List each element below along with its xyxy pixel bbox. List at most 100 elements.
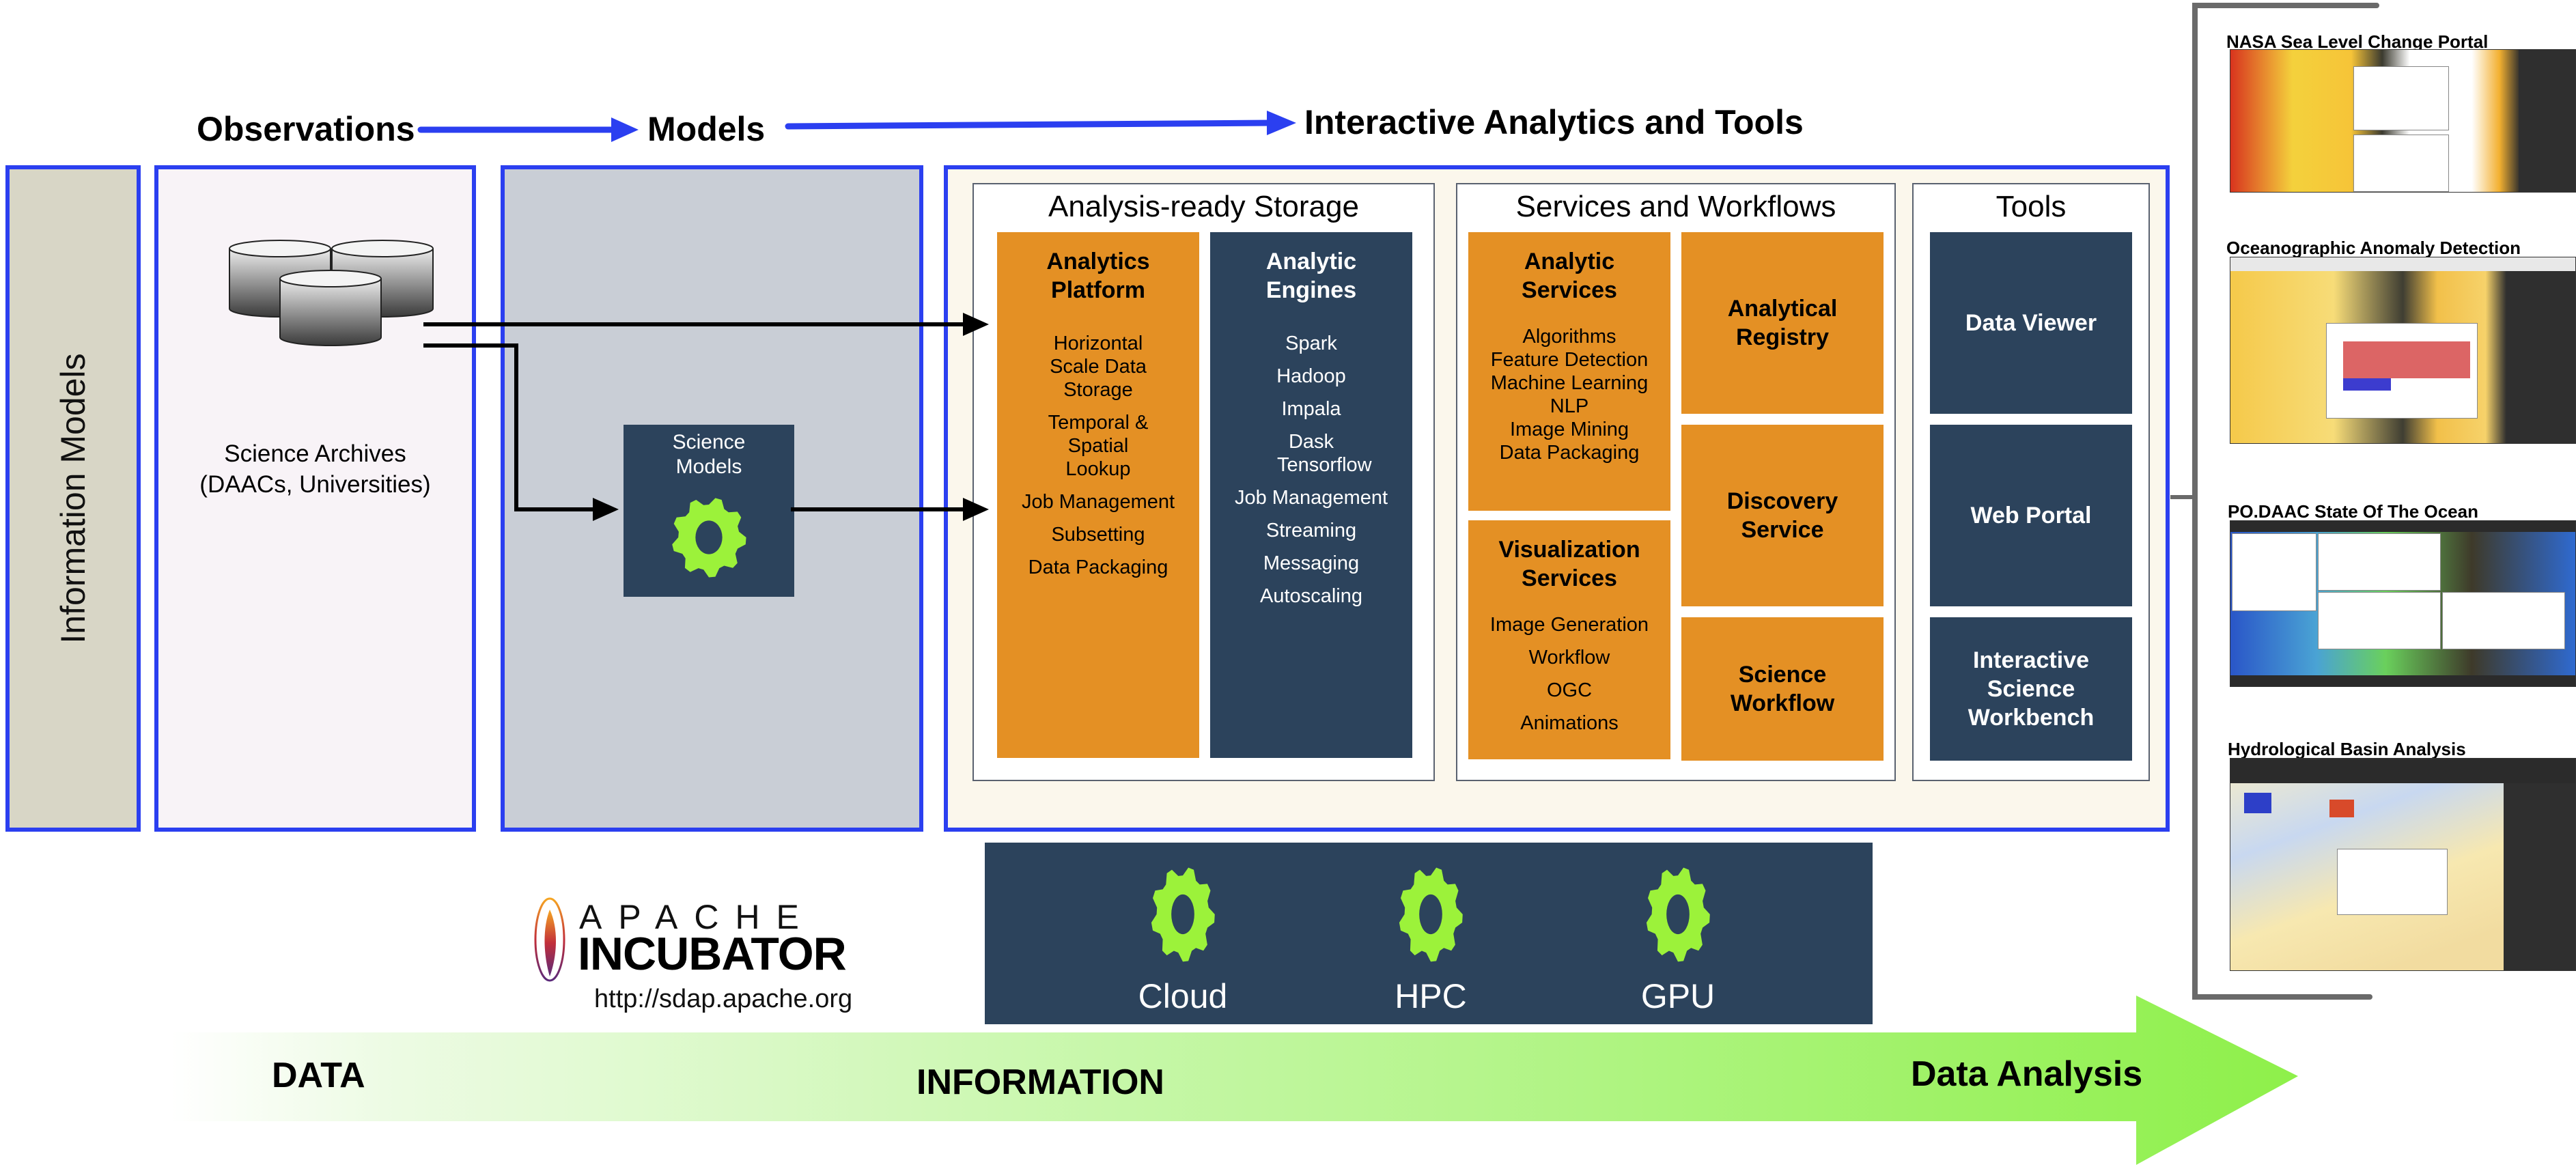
compute-label: HPC (1395, 977, 1467, 1015)
storage-title: Analysis-ready Storage (1048, 190, 1359, 223)
discovery-service-title: Discovery Service (1727, 487, 1838, 544)
interactive-analytics-header: Interactive Analytics and Tools (1304, 103, 1804, 141)
gear-icon (1151, 867, 1215, 962)
tools-title: Tools (1996, 190, 2067, 223)
compute-label: GPU (1640, 977, 1716, 1015)
engine-item: Streaming (1265, 520, 1357, 541)
thumbnail-browser-bar (2230, 759, 2575, 783)
showcase-title: PO.DAAC State Of The Ocean (2228, 501, 2478, 522)
platform-title-line2: Platform (1051, 277, 1145, 303)
tool-label-line1: Interactive (1972, 647, 2090, 673)
models-panel: Science Models (501, 165, 923, 832)
apache-feather-icon (534, 897, 565, 982)
observations-header: Observations (197, 110, 415, 148)
gear-icon (672, 498, 746, 578)
visualization-item: Workflow (1528, 647, 1610, 668)
analytic-services-tile: Analytic Services Algorithms Feature Det… (1468, 232, 1670, 511)
thumbnail-state-of-the-ocean[interactable] (2230, 520, 2576, 687)
platform-title-line1: Analytics (1046, 249, 1150, 274)
analytic-service-item: Machine Learning (1490, 372, 1649, 394)
thumbnail-timeline (2230, 675, 2575, 686)
analytic-services-title-line2: Services (1522, 277, 1617, 303)
visualization-item: Image Generation (1489, 614, 1649, 636)
archives-line2: (DAACs, Universities) (199, 471, 431, 498)
thumbnail-hydrological-basin[interactable] (2230, 758, 2576, 971)
observations-panel: Science Archives (DAACs, Universities) (154, 165, 476, 832)
analytic-engines-tile: Analytic Engines Spark Hadoop Impala Das… (1210, 232, 1412, 758)
gear-icon (1646, 867, 1710, 962)
registry-line2: Registry (1735, 324, 1830, 350)
engines-title-line1: Analytic (1265, 249, 1357, 274)
analytic-service-item: NLP (1550, 395, 1589, 417)
incubator-word: INCUBATOR (578, 928, 847, 980)
header-flow-arrows (417, 111, 1296, 142)
flow-label-data-analysis: Data Analysis (1911, 1054, 2143, 1094)
visualization-title-line2: Services (1522, 565, 1617, 591)
platform-item: Horizontal Scale Data Storage (1050, 333, 1147, 401)
science-workflow-tile: Science Workflow (1681, 617, 1884, 761)
thumbnail-chart-panel (2337, 849, 2448, 915)
information-models-panel: Information Models (5, 165, 141, 832)
analysis-ready-storage-box: Analysis-ready Storage Analytics Platfor… (972, 183, 1435, 781)
platform-item: Data Packaging (1028, 557, 1168, 578)
registry-line1: Analytical (1727, 296, 1838, 322)
tool-web-portal[interactable]: Web Portal (1930, 425, 2132, 606)
tool-label: Data Viewer (1965, 309, 2097, 337)
visualization-item: Animations (1520, 712, 1619, 734)
platform-item: Subsetting (1051, 524, 1145, 546)
tool-label: Web Portal (1971, 501, 2092, 530)
tool-label-line1: Web Portal (1970, 503, 2092, 529)
apache-incubator-logo: APACHE INCUBATOR http://sdap.apache.org (533, 892, 901, 1015)
thumbnail-anomaly-detection[interactable] (2230, 257, 2576, 444)
analytic-service-item: Image Mining (1509, 419, 1629, 440)
compute-gpu: GPU (1610, 854, 1746, 1017)
thumbnail-chart-panel (2318, 533, 2441, 591)
tool-label-line2: Science (1987, 676, 2075, 702)
thumbnail-chart-panel (2353, 66, 2449, 130)
tool-data-viewer[interactable]: Data Viewer (1930, 232, 2132, 414)
sdap-url-link[interactable]: http://sdap.apache.org (594, 985, 853, 1013)
science-models-line1: Science (672, 431, 746, 453)
compute-hpc: HPC (1362, 854, 1499, 1017)
visualization-item: OGC (1546, 679, 1593, 701)
archives-line1: Science Archives (224, 440, 406, 467)
science-models-box: Science Models (624, 425, 794, 597)
tool-interactive-science-workbench[interactable]: Interactive Science Workbench (1930, 617, 2132, 761)
tool-label-line3: Workbench (1968, 705, 2095, 731)
thumbnail-chart-panel (2326, 323, 2478, 419)
gear-icon (1399, 867, 1463, 962)
interactive-analytics-panel: Analysis-ready Storage Analytics Platfor… (944, 165, 2170, 832)
engine-item: Messaging (1263, 552, 1360, 574)
thumbnail-browser-bar (2230, 521, 2575, 532)
analytic-services-title-line1: Analytic (1524, 249, 1615, 274)
science-archives-label: Science Archives (DAACs, Universities) (158, 438, 472, 500)
showcase-title: Hydrological Basin Analysis (2228, 739, 2466, 759)
apache-word: APACHE (579, 898, 815, 936)
compute-band: Cloud HPC GPU (985, 843, 1873, 1024)
visualization-services-title: Visualization Services (1498, 535, 1640, 593)
visualization-services-tile: Visualization Services Image Generation … (1468, 520, 1670, 759)
analytic-service-item: Algorithms (1522, 326, 1616, 348)
workflow-line2: Workflow (1730, 690, 1835, 716)
engine-item: Autoscaling (1260, 585, 1362, 607)
science-models-label: Science Models (624, 430, 794, 479)
analytic-engines-title: Analytic Engines (1266, 247, 1356, 305)
analytical-registry-title: Analytical Registry (1728, 294, 1838, 352)
compute-cloud: Cloud (1115, 854, 1251, 1017)
thumbnail-sidebar (2519, 50, 2575, 192)
models-header: Models (647, 110, 766, 148)
discovery-line2: Service (1741, 517, 1824, 543)
engine-item: Hadoop (1276, 365, 1346, 387)
visualization-title-line1: Visualization (1498, 537, 1640, 563)
services-and-workflows-box: Services and Workflows Analytic Services… (1456, 183, 1896, 781)
showcase-title: NASA Sea Level Change Portal (2226, 31, 2489, 52)
science-models-line2: Models (675, 455, 742, 478)
engine-item: Spark (1285, 333, 1337, 354)
thumbnail-sea-level-portal[interactable] (2230, 49, 2576, 193)
thumbnail-browser-bar (2230, 257, 2575, 271)
platform-item: Job Management (1021, 491, 1175, 513)
thumbnail-sidebar (2506, 271, 2575, 443)
discovery-service-tile: Discovery Service (1681, 425, 1884, 606)
engines-title-line2: Engines (1265, 277, 1357, 303)
arrow-models-to-interactive (785, 111, 1296, 135)
